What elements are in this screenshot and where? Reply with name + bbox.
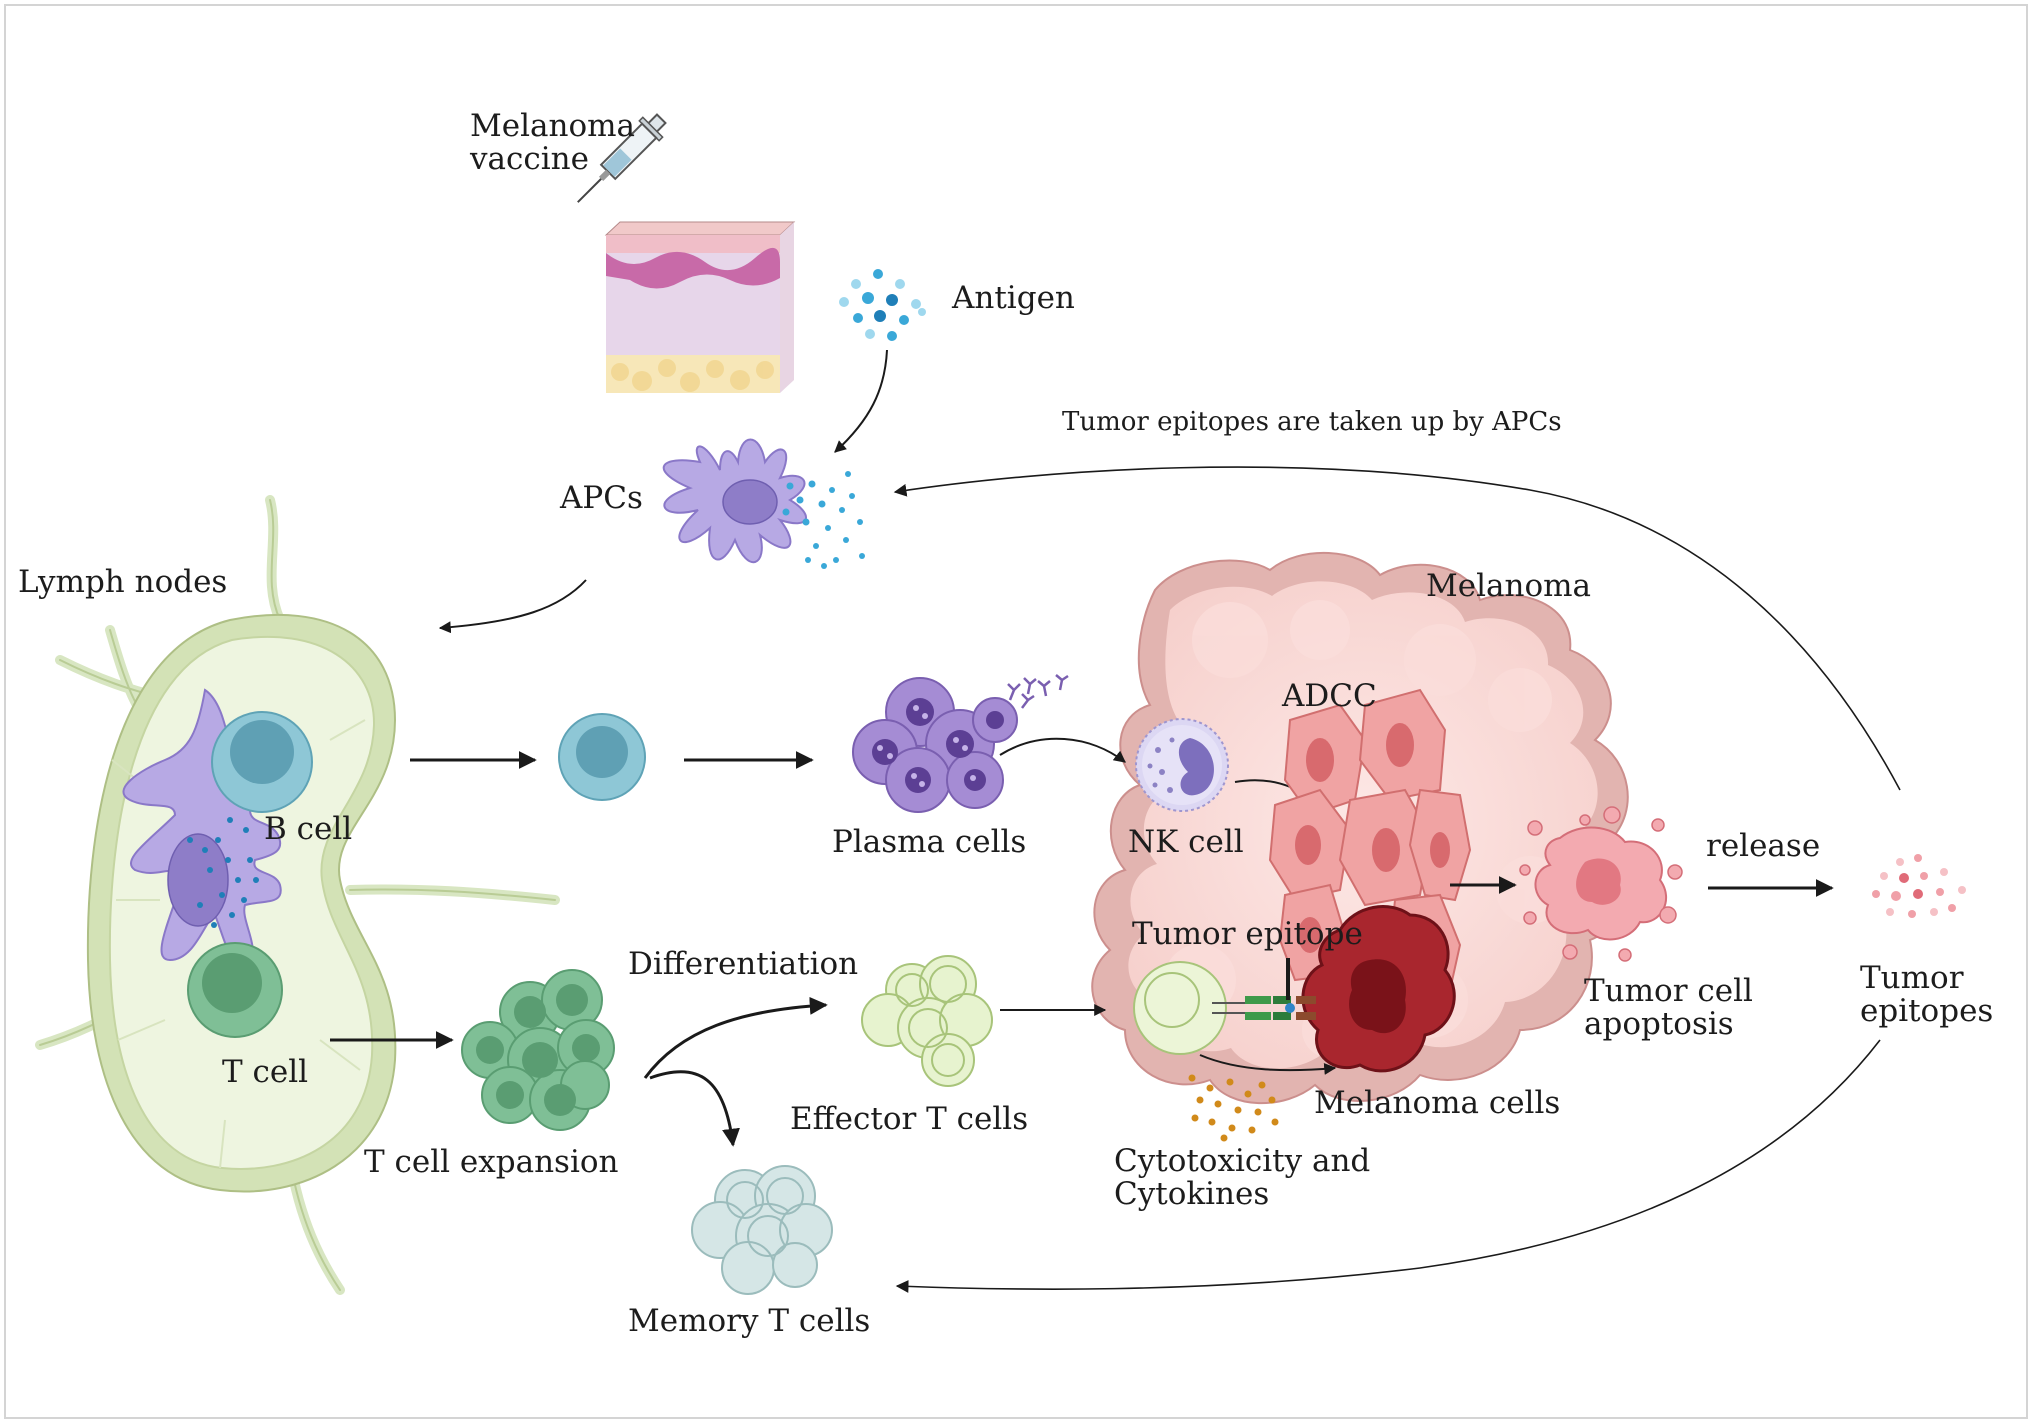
lymph-nodes-label: Lymph nodes <box>18 564 228 600</box>
nk-cell <box>1135 718 1229 812</box>
effector-t-cell <box>1133 961 1245 1055</box>
skin-tissue-illustration <box>604 221 796 393</box>
tumor-epitope-dots <box>1872 854 1966 918</box>
memory-t-cells <box>691 1165 833 1295</box>
tumor-cell-cluster <box>1268 688 1472 1073</box>
antigen-label: Antigen <box>952 280 1075 316</box>
t-cell-label: T cell <box>222 1054 309 1090</box>
t-cell-expansion-label: T cell expansion <box>364 1144 619 1180</box>
differentiation-to-effector-arrow <box>643 996 828 1079</box>
apc-cell <box>662 438 865 569</box>
figure-border <box>4 4 2028 1419</box>
antigen-to-apc-arrow <box>834 349 888 453</box>
nk-cell-label: NK cell <box>1128 824 1244 860</box>
melanoma-label: Melanoma <box>1426 568 1591 604</box>
release-label: release <box>1706 828 1821 864</box>
melanoma-vaccine-label: Melanoma vaccine <box>470 108 635 178</box>
epitope-uptake-arrow <box>893 466 1901 791</box>
plasma-cells-label: Plasma cells <box>832 824 1027 860</box>
cytokine-dots <box>1188 1074 1279 1142</box>
plasma-cells <box>852 674 1069 813</box>
memory-t-cells-label: Memory T cells <box>628 1303 871 1339</box>
differentiation-label: Differentiation <box>628 946 859 982</box>
apc-to-lymph-arrow <box>438 579 587 634</box>
b-cell-label: B cell <box>264 811 353 847</box>
adcc-label: ADCC <box>1282 678 1377 714</box>
effector-t-cells-label: Effector T cells <box>790 1101 1029 1137</box>
effector-t-cells <box>861 955 993 1087</box>
apcs-label: APCs <box>560 480 643 516</box>
tumor-cell-apoptosis-label: Tumor cell apoptosis <box>1584 973 1753 1043</box>
antigen-dots <box>839 269 926 341</box>
tcr-mhc-complex-icon <box>1245 958 1316 1020</box>
tumor-epitope-label: Tumor epitope <box>1132 916 1363 952</box>
syringe-icon <box>577 113 667 203</box>
activated-b-cell <box>558 713 646 801</box>
cytotoxicity-label: Cytotoxicity and Cytokines <box>1114 1143 1371 1213</box>
tcell-to-melanoma-arrow <box>1199 1054 1337 1075</box>
plasma-to-nk-arrow <box>999 737 1126 763</box>
apoptotic-cell <box>1519 806 1683 962</box>
lymph-node <box>35 495 560 1295</box>
t-cell-expansion-cluster <box>461 969 615 1131</box>
epitope-to-memory-arrow <box>895 1039 1881 1293</box>
uptake-note-label: Tumor epitopes are taken up by APCs <box>1062 407 1562 437</box>
melanoma-cells-label: Melanoma cells <box>1314 1085 1561 1121</box>
differentiation-to-memory-arrow <box>649 1070 740 1147</box>
tumor-epitopes-label: Tumor epitopes <box>1860 960 1994 1030</box>
